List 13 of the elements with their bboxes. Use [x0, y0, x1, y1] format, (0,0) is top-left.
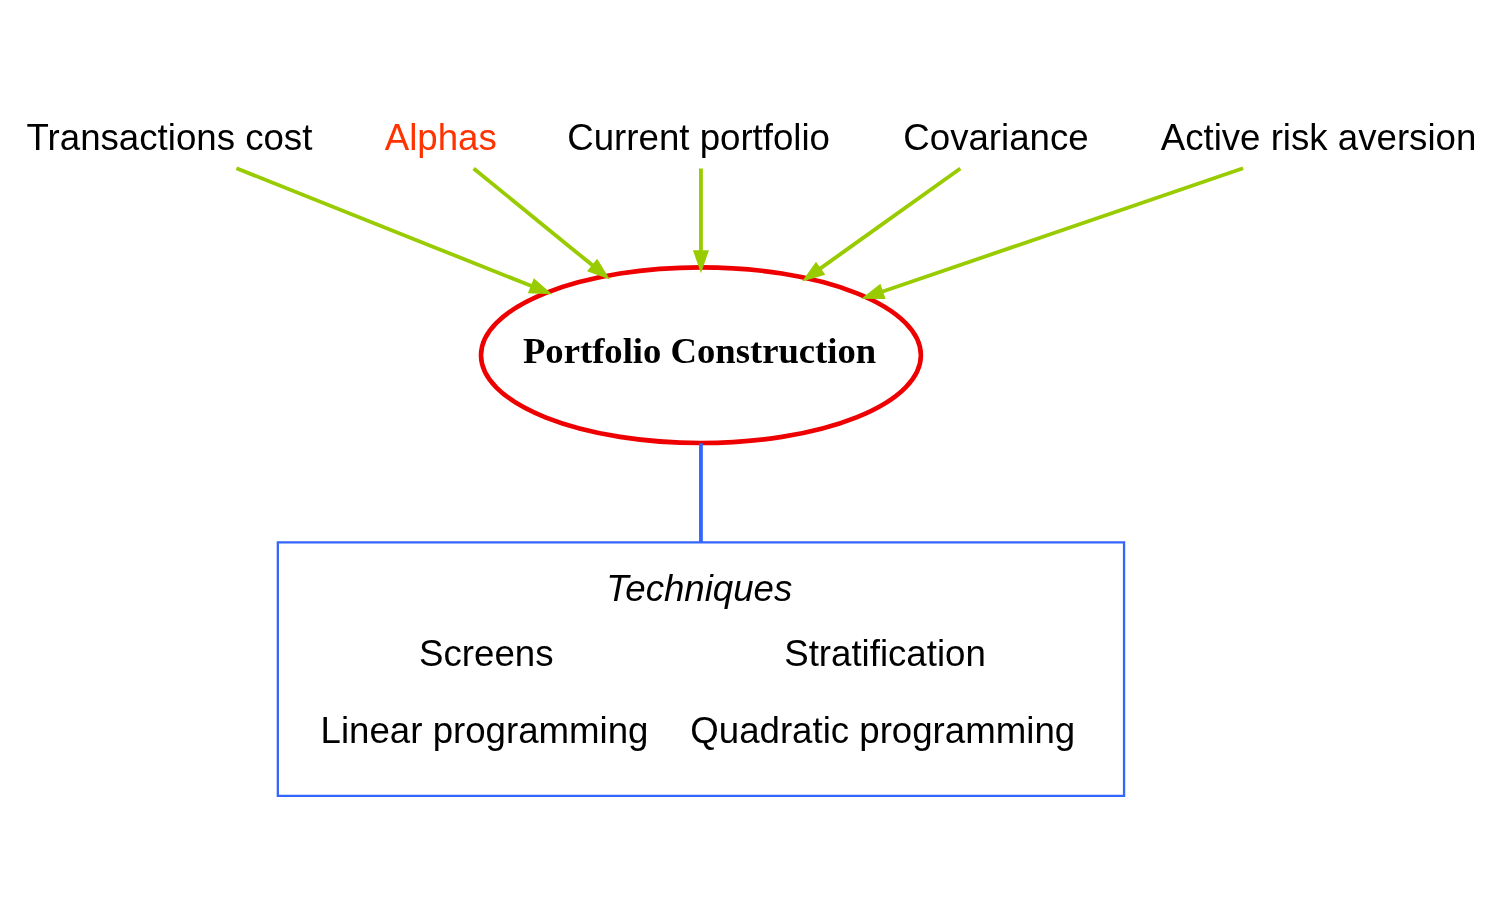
node-box: Techniques Screens Stratification Linear programming Quadratic programming	[276, 540, 1126, 797]
connector	[699, 442, 703, 542]
node-ellipse: Portfolio Construction	[478, 264, 924, 445]
arrow	[801, 166, 962, 282]
node-text: Transactions cost	[26, 116, 313, 158]
node-text: Alphas	[384, 116, 497, 158]
arrow	[472, 166, 610, 279]
node-text: Current portfolio	[567, 116, 831, 158]
arrow	[235, 166, 553, 294]
arrow	[692, 168, 709, 273]
node-text: Covariance	[903, 116, 1089, 158]
node-text: Active risk aversion	[1160, 116, 1477, 158]
arrow	[861, 165, 1244, 299]
